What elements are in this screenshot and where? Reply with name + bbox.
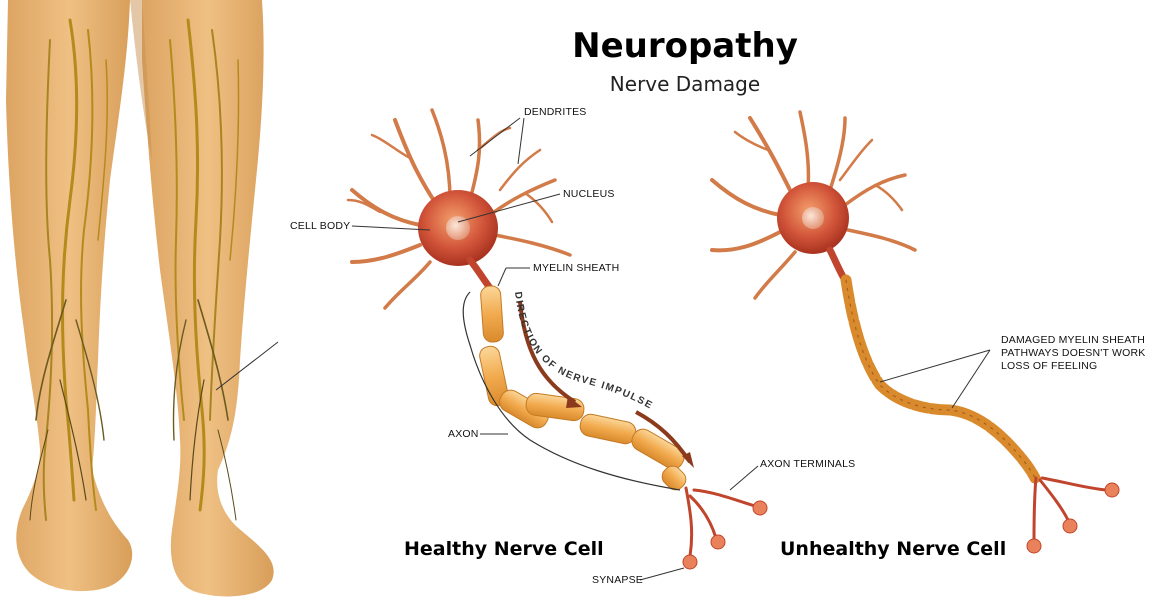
unhealthy-nucleus [802, 207, 824, 229]
healthy-synapses [683, 501, 767, 569]
page-title: Neuropathy [500, 26, 870, 66]
healthy-myelin-sheath [478, 285, 690, 493]
label-axon: AXON [448, 428, 479, 440]
label-nucleus: NUCLEUS [563, 188, 615, 200]
label-dendrites: DENDRITES [524, 106, 586, 118]
unhealthy-nerve-cell [712, 112, 1119, 553]
healthy-pointer-lines [352, 118, 758, 580]
label-synapse: SYNAPSE [592, 574, 643, 586]
healthy-axon-hillock [470, 260, 490, 288]
label-loss-of-feeling: LOSS OF FEELING [1001, 360, 1097, 372]
label-axon-terminals: AXON TERMINALS [760, 458, 855, 470]
unhealthy-synapses [1027, 483, 1119, 553]
page-subtitle: Nerve Damage [500, 72, 870, 96]
left-leg [6, 0, 132, 591]
caption-unhealthy: Unhealthy Nerve Cell [780, 538, 1006, 560]
legs-illustration [6, 0, 278, 596]
label-damaged-myelin: DAMAGED MYELIN SHEATH [1001, 334, 1145, 346]
label-pathways: PATHWAYS DOESN'T WORK [1001, 347, 1145, 359]
label-myelin-sheath: MYELIN SHEATH [533, 262, 619, 274]
damaged-axon [846, 280, 1035, 478]
caption-healthy: Healthy Nerve Cell [404, 538, 604, 560]
impulse-arrow [520, 302, 575, 402]
label-cell-body: CELL BODY [290, 220, 350, 232]
healthy-nerve-cell: DIRECTION OF NERVE IMPULSE [348, 110, 767, 580]
right-leg [142, 0, 274, 596]
